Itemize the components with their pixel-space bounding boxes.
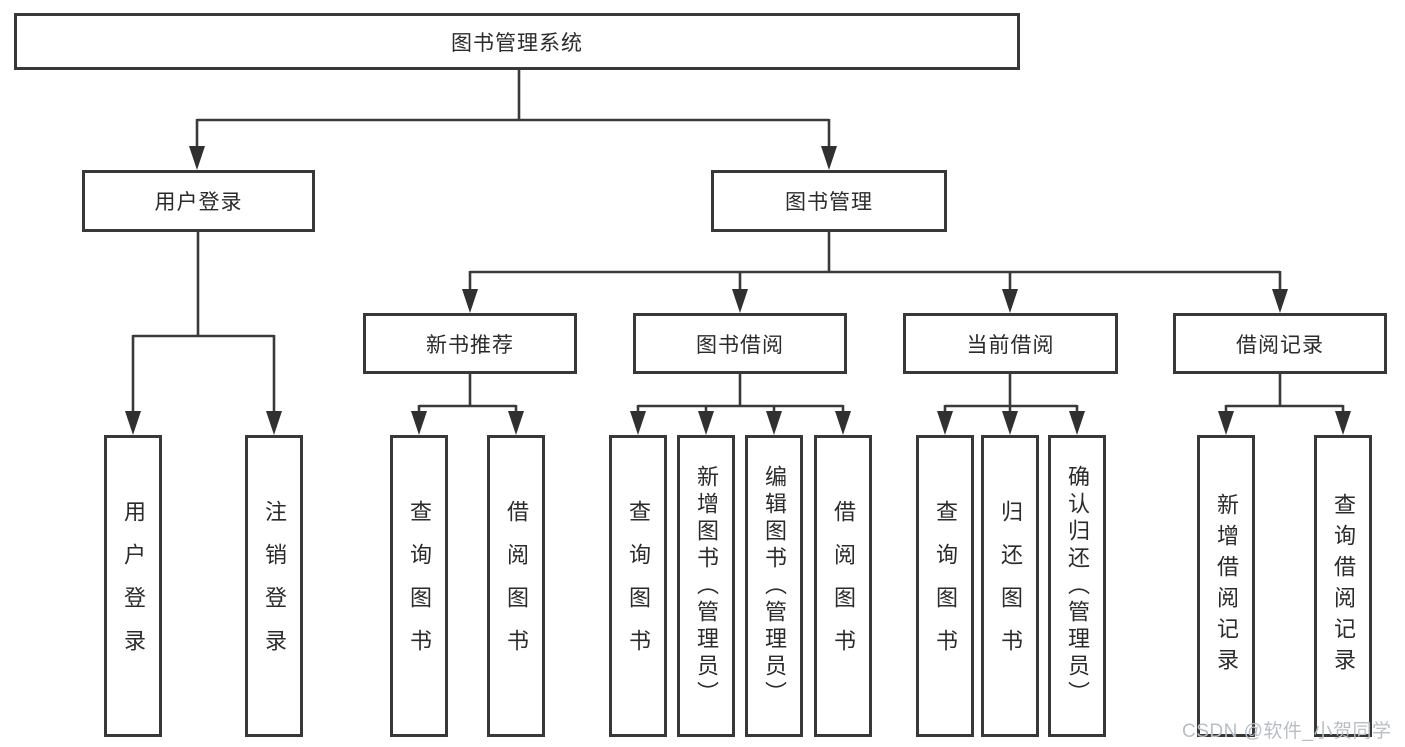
leaf-query-borrow-record: 查询借阅记录: [1314, 435, 1372, 737]
node-book-management: 图书管理: [711, 170, 947, 232]
leaf-query-books-3: 查询图书: [916, 435, 974, 737]
leaf-return-book: 归还图书: [981, 435, 1039, 737]
leaf-confirm-return-admin: 确认归还（管理员）: [1048, 435, 1106, 737]
leaf-borrow-books-1: 借阅图书: [487, 435, 545, 737]
csdn-watermark: CSDN @软件_小贺同学: [1182, 721, 1392, 742]
node-current-borrow: 当前借阅: [903, 313, 1118, 374]
leaf-borrow-books-2: 借阅图书: [814, 435, 872, 737]
node-book-borrow: 图书借阅: [633, 313, 847, 374]
node-borrow-records: 借阅记录: [1173, 313, 1387, 374]
leaf-query-books-2: 查询图书: [609, 435, 667, 737]
arrowheads: [125, 146, 1351, 435]
node-new-book-recommend: 新书推荐: [363, 313, 577, 374]
node-library-management-system: 图书管理系统: [14, 13, 1020, 70]
leaf-edit-book-admin: 编辑图书（管理员）: [745, 435, 803, 737]
leaf-logout: 注销登录: [245, 435, 303, 737]
leaf-query-books-1: 查询图书: [390, 435, 448, 737]
node-user-login: 用户登录: [82, 170, 315, 232]
leaf-add-book-admin: 新增图书（管理员）: [677, 435, 735, 737]
leaf-add-borrow-record: 新增借阅记录: [1197, 435, 1255, 737]
leaf-user-login: 用户登录: [104, 435, 162, 737]
